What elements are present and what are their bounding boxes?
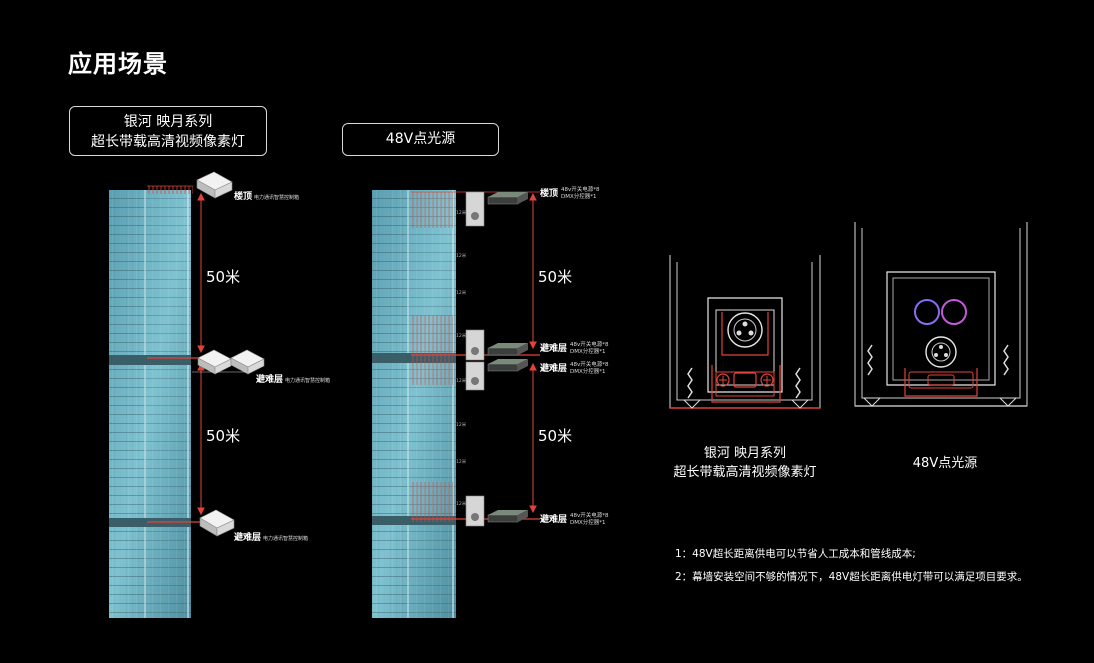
- panel1-mid-label: 避难层电力通讯智慧控制箱: [256, 372, 330, 385]
- dmx-controller-icon: [487, 343, 528, 356]
- panel1-mid-label-text: 避难层: [256, 375, 284, 385]
- panel2-top-label-text: 楼顶: [540, 189, 559, 199]
- profile-right-caption: 48V点光源: [912, 456, 978, 471]
- panel1-label-line1: 银河 映月系列: [123, 114, 213, 130]
- dmx-controller-icon: [487, 510, 528, 523]
- panel1-top-label-text: 楼顶: [234, 192, 253, 202]
- panel2-label: 48V点光源: [342, 123, 499, 156]
- panel1-bot-label-text: 避难层: [234, 533, 262, 543]
- power-supply-icon: [465, 329, 485, 361]
- note-1: 1：48V超长距离供电可以节省人工成本和管线成本;: [675, 548, 916, 560]
- floor-tag: 12米: [456, 334, 467, 339]
- panel1-top-label: 楼顶电力通讯智慧控制箱: [234, 189, 299, 202]
- panel1-dist-lower: 50米: [206, 427, 241, 445]
- control-box-icon: [230, 349, 265, 375]
- floor-tag: 12米: [456, 379, 467, 384]
- panel2-mid1-sub2: DMX分控器*1: [570, 348, 606, 355]
- profile-pixel-light: [669, 255, 821, 409]
- building-2: [372, 190, 456, 618]
- dimension-lines-1: [197, 192, 205, 516]
- panel1-label: 银河 映月系列 超长带载高清视频像素灯: [69, 106, 267, 156]
- building-1: [109, 185, 193, 618]
- floor-tag: 12米: [456, 254, 467, 259]
- floor-tag: 12米: [456, 502, 467, 507]
- panel2-top-sub1: 48v开关电源*8: [561, 186, 600, 193]
- power-supply-icon: [465, 191, 485, 227]
- panel1-top-sub: 电力通讯智慧控制箱: [254, 195, 300, 201]
- panel2-mid1-label-text: 避难层: [540, 344, 568, 354]
- profile-left-caption-line2: 超长带载高清视频像素灯: [673, 465, 817, 480]
- panel1-mid-sub: 电力通讯智慧控制箱: [285, 378, 331, 384]
- profile-left-caption-line1: 银河 映月系列: [703, 446, 787, 461]
- floor-tag: 12米: [456, 460, 467, 465]
- floor-tag: 12米: [456, 211, 467, 216]
- panel2-mid2-sub1: 48v开关电源*8: [570, 361, 609, 368]
- control-box-icon: [196, 171, 233, 199]
- dmx-controller-icon: [487, 359, 528, 372]
- panel2-top-sub2: DMX分控器*1: [561, 193, 597, 200]
- panel2-bot-label-text: 避难层: [540, 515, 568, 525]
- panel2-mid1-sub1: 48v开关电源*8: [570, 341, 609, 348]
- profile-point-light: [854, 222, 1028, 407]
- panel1-label-line2: 超长带载高清视频像素灯: [91, 134, 245, 150]
- note-2: 2：幕墙安装空间不够的情况下，48V超长距离供电灯带可以满足项目要求。: [675, 571, 1028, 583]
- panel2-mid2-sub2: DMX分控器*1: [570, 368, 606, 375]
- panel2-dist-lower: 50米: [538, 427, 573, 445]
- page-title: 应用场景: [68, 50, 168, 78]
- panel1-dist-upper: 50米: [206, 268, 241, 286]
- panel1-bot-label: 避难层电力通讯智慧控制箱: [234, 530, 308, 543]
- power-supply-icon: [465, 495, 485, 527]
- floor-tag: 12米: [456, 423, 467, 428]
- profile-left-caption: 银河 映月系列 超长带载高清视频像素灯: [660, 444, 830, 482]
- dimension-lines-2: [529, 192, 537, 514]
- floor-tag: 12米: [456, 291, 467, 296]
- control-box-icon: [199, 509, 235, 537]
- panel1-bot-sub: 电力通讯智慧控制箱: [263, 536, 309, 542]
- panel2-dist-upper: 50米: [538, 268, 573, 286]
- dmx-controller-icon: [487, 192, 528, 205]
- panel2-bot-sub2: DMX分控器*1: [570, 519, 606, 526]
- panel2-bot-sub1: 48v开关电源*8: [570, 512, 609, 519]
- panel2-mid2-label-text: 避难层: [540, 364, 568, 374]
- power-supply-icon: [465, 361, 485, 391]
